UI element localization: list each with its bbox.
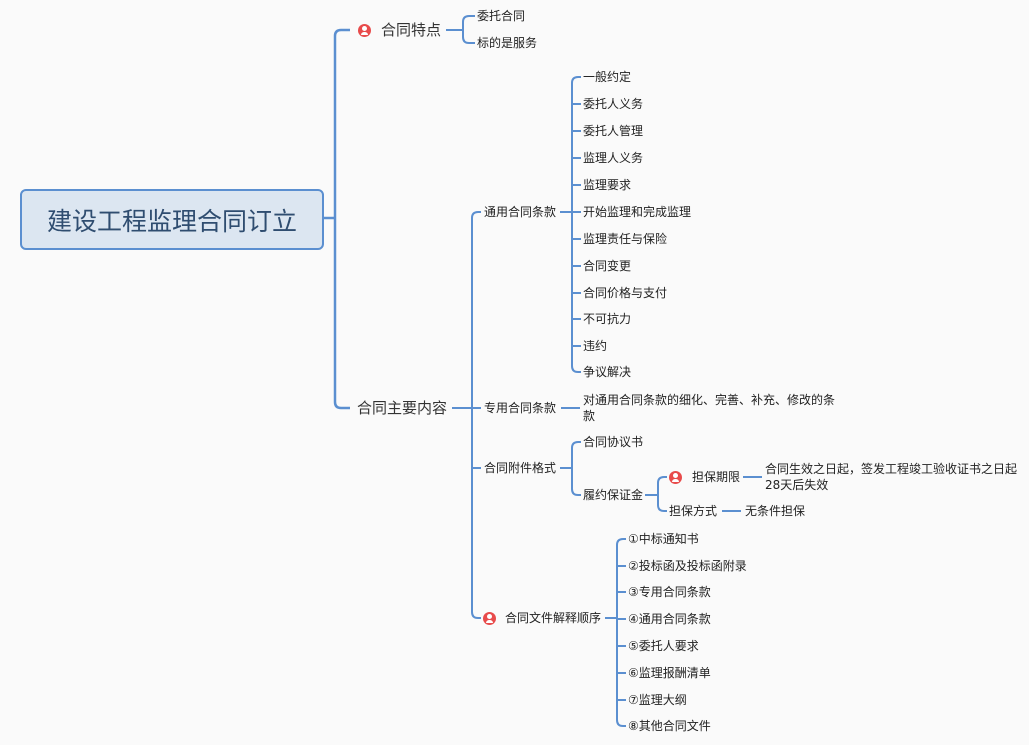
interpretation-order-item[interactable]: ⑧其他合同文件 xyxy=(628,719,711,733)
person-marker-icon xyxy=(669,471,682,484)
general-term-item[interactable]: 争议解决 xyxy=(583,365,632,379)
interpretation-order-item[interactable]: ①中标通知书 xyxy=(628,532,699,546)
root-topic[interactable]: 建设工程监理合同订立 xyxy=(20,189,324,250)
interpretation-order-item[interactable]: ③专用合同条款 xyxy=(628,585,711,599)
person-marker-icon xyxy=(358,24,371,37)
bond-period-label: 担保期限 xyxy=(692,470,741,484)
bond-period-value[interactable]: 合同生效之日起，签发工程竣工验收证书之日起28天后失效 xyxy=(765,462,1018,492)
topic-label: 合同特点 xyxy=(381,21,442,39)
general-term-item[interactable]: 监理责任与保险 xyxy=(583,232,668,246)
connector xyxy=(452,211,481,619)
connector xyxy=(605,538,626,727)
connector xyxy=(560,76,581,373)
general-term-item[interactable]: 合同变更 xyxy=(583,259,632,273)
special-terms-desc[interactable]: 对通用合同条款的细化、完善、补充、修改的条款 xyxy=(583,393,836,423)
bond-method[interactable]: 担保方式 xyxy=(669,504,718,518)
general-term-item[interactable]: 委托人义务 xyxy=(583,97,644,111)
connector xyxy=(323,28,350,410)
connector xyxy=(560,441,581,496)
feature-item[interactable]: 委托合同 xyxy=(477,9,526,23)
topic-special-terms[interactable]: 专用合同条款 xyxy=(484,401,557,415)
topic-interpretation-order[interactable]: 合同文件解释顺序 xyxy=(483,610,601,626)
interpretation-order-item[interactable]: ⑥监理报酬清单 xyxy=(628,666,711,680)
topic-features[interactable]: 合同特点 xyxy=(358,20,441,40)
interpretation-order-item[interactable]: ②投标函及投标函附录 xyxy=(628,559,747,573)
general-term-item[interactable]: 合同价格与支付 xyxy=(583,286,668,300)
general-term-item[interactable]: 一般约定 xyxy=(583,70,632,84)
annex-agreement[interactable]: 合同协议书 xyxy=(583,435,644,449)
connector xyxy=(645,476,667,512)
feature-item[interactable]: 标的是服务 xyxy=(477,36,538,50)
topic-main-content[interactable]: 合同主要内容 xyxy=(357,399,448,417)
general-term-item[interactable]: 违约 xyxy=(583,339,608,353)
interpretation-order-item[interactable]: ④通用合同条款 xyxy=(628,612,711,626)
general-term-item[interactable]: 监理人义务 xyxy=(583,151,644,165)
general-term-item[interactable]: 监理要求 xyxy=(583,178,632,192)
topic-label: 合同文件解释顺序 xyxy=(505,611,602,625)
interpretation-order-item[interactable]: ⑦监理大纲 xyxy=(628,693,687,707)
general-term-item[interactable]: 不可抗力 xyxy=(583,312,632,326)
topic-general-terms[interactable]: 通用合同条款 xyxy=(484,205,557,219)
connector xyxy=(446,15,475,44)
annex-bond[interactable]: 履约保证金 xyxy=(583,488,644,502)
person-marker-icon xyxy=(483,612,496,625)
topic-annex[interactable]: 合同附件格式 xyxy=(484,461,557,475)
root-label: 建设工程监理合同订立 xyxy=(46,206,297,236)
general-term-item[interactable]: 开始监理和完成监理 xyxy=(583,205,692,219)
interpretation-order-item[interactable]: ⑤委托人要求 xyxy=(628,639,699,653)
general-term-item[interactable]: 委托人管理 xyxy=(583,124,644,138)
bond-method-value[interactable]: 无条件担保 xyxy=(745,504,806,518)
bond-period[interactable]: 担保期限 xyxy=(669,469,740,485)
